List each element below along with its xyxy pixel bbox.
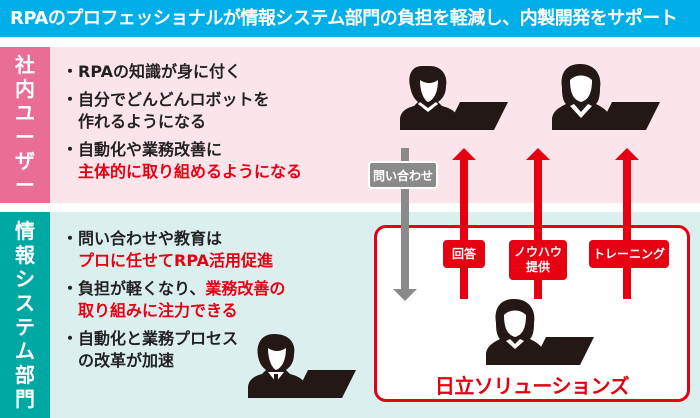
benefit-line: RPAの知識が身に付く xyxy=(78,61,302,83)
benefit-text: 自動化と業務プロセス xyxy=(78,329,239,348)
bullet-mark: ・ xyxy=(62,90,79,109)
bullet-mark: ・ xyxy=(62,140,79,159)
section-label-char: テ xyxy=(15,315,35,339)
highlighted-text: 主体的に取り組めるようになる xyxy=(78,162,303,181)
benefit-item: ・問い合わせや教育はプロに任せてRPA活用促進 xyxy=(62,228,285,272)
it-staff-with-laptop-icon xyxy=(248,334,356,398)
benefit-line: 作れるようになる xyxy=(78,111,302,133)
benefit-item: ・RPAの知識が身に付く xyxy=(62,61,302,83)
answer-arrow-shaft xyxy=(460,159,468,299)
section-label-char: 社 xyxy=(15,53,35,77)
benefit-line: プロに任せてRPA活用促進 xyxy=(78,250,285,272)
inquiry-arrow-head xyxy=(393,289,417,301)
highlighted-text: 取り組みに注力できる xyxy=(78,301,238,320)
section-label-char: ユ xyxy=(15,101,35,125)
benefit-text: 自分でどんどんロボットを xyxy=(78,90,270,109)
company-name-label: 日立ソリューションズ xyxy=(434,374,630,398)
benefit-line: 自動化と業務プロセス xyxy=(78,328,285,350)
benefit-line: 自分でどんどんロボットを xyxy=(78,89,302,111)
benefit-text: 作れるようになる xyxy=(78,112,207,131)
answer-arrow-head xyxy=(452,148,476,160)
knowhow-arrow-head xyxy=(526,148,550,160)
highlighted-text: プロに任せてRPA活用促進 xyxy=(78,251,273,270)
section-label-it-department: 情報システム部門 xyxy=(0,212,50,418)
benefit-item: ・負担が軽くなり、業務改善の取り組みに注力できる xyxy=(62,278,285,322)
page-title: RPAのプロフェッショナルが情報システム部門の負担を軽減し、内製開発をサポート xyxy=(0,0,700,37)
section-label-char: 報 xyxy=(15,243,35,267)
it-department-benefits: ・問い合わせや教育はプロに任せてRPA活用促進・負担が軽くなり、業務改善の取り組… xyxy=(62,228,285,378)
benefit-line: の改革が加速 xyxy=(78,350,285,372)
section-label-char: 部 xyxy=(15,363,35,387)
benefit-text: RPAの知識が身に付く xyxy=(78,62,241,81)
benefit-line: 問い合わせや教育は xyxy=(78,228,285,250)
inquiry-arrow-shaft xyxy=(401,148,409,290)
benefit-text: 問い合わせや教育は xyxy=(78,229,223,248)
section-label-char: ザ xyxy=(15,149,35,173)
knowhow-label-line2: 提供 xyxy=(525,260,550,274)
benefit-line: 取り組みに注力できる xyxy=(78,300,285,322)
section-label-char: 情 xyxy=(15,219,35,243)
support-staff-with-laptop-icon xyxy=(486,299,594,365)
section-label-char: ー xyxy=(15,173,35,197)
knowhow-label: ノウハウ 提供 xyxy=(509,240,567,280)
section-label-char: 内 xyxy=(15,77,35,101)
section-label-char: ー xyxy=(15,125,35,149)
highlighted-text: 業務改善の xyxy=(205,279,286,298)
section-label-in-house-users: 社内ユーザー xyxy=(0,47,50,203)
inquiry-label: 問い合わせ xyxy=(368,161,438,189)
section-label-char: シ xyxy=(15,267,35,291)
benefit-text: 負担が軽くなり、 xyxy=(78,279,206,298)
knowhow-label-line1: ノウハウ xyxy=(513,245,562,259)
knowhow-arrow-shaft xyxy=(534,159,542,299)
bullet-mark: ・ xyxy=(62,229,79,248)
training-arrow-shaft xyxy=(623,159,631,299)
user-female-with-laptop-icon xyxy=(552,64,660,130)
benefit-item: ・自分でどんどんロボットを作れるようになる xyxy=(62,89,302,133)
benefit-item: ・自動化や業務改善に主体的に取り組めるようになる xyxy=(62,139,302,183)
bullet-mark: ・ xyxy=(62,279,79,298)
section-label-char: ム xyxy=(15,339,35,363)
benefit-line: 自動化や業務改善に xyxy=(78,139,302,161)
training-label: トレーニング xyxy=(589,240,669,268)
bullet-mark: ・ xyxy=(62,329,79,348)
benefit-item: ・自動化と業務プロセスの改革が加速 xyxy=(62,328,285,372)
training-arrow-head xyxy=(615,148,639,160)
bullet-mark: ・ xyxy=(62,62,79,81)
benefit-text: の改革が加速 xyxy=(78,351,175,370)
in-house-user-benefits: ・RPAの知識が身に付く・自分でどんどんロボットを作れるようになる・自動化や業務… xyxy=(62,61,302,189)
benefit-text: 自動化や業務改善に xyxy=(78,140,223,159)
answer-label: 回答 xyxy=(443,240,485,268)
user-male-with-laptop-icon xyxy=(400,66,508,130)
section-label-char: 門 xyxy=(15,387,35,411)
benefit-line: 主体的に取り組めるようになる xyxy=(78,161,302,183)
benefit-line: 負担が軽くなり、業務改善の xyxy=(78,278,285,300)
section-label-char: ス xyxy=(15,291,35,315)
